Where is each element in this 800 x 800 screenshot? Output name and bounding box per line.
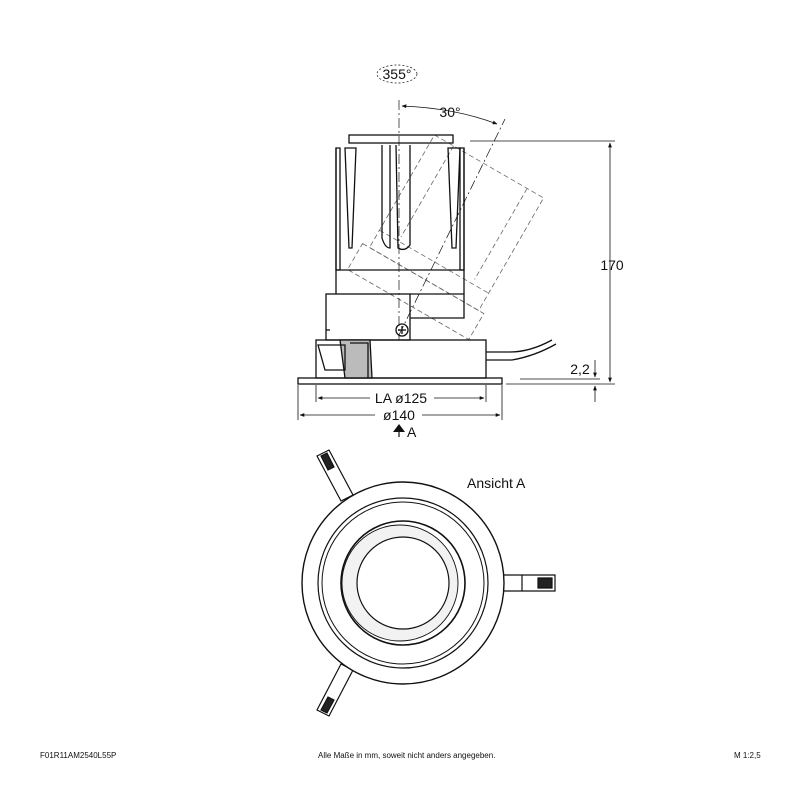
mounting-block	[325, 270, 465, 341]
spring-clip-bottom	[316, 663, 354, 717]
dimension-note: Alle Maße in mm, soweit nicht anders ang…	[318, 751, 496, 760]
spring-clip-top	[316, 449, 354, 502]
view-marker-label: A	[407, 424, 417, 440]
tilt-label: 30°	[439, 104, 460, 120]
rotation-indicator: 355°	[376, 64, 418, 84]
front-view	[301, 449, 556, 717]
view-title: Ansicht A	[467, 475, 526, 491]
tilt-axis-line	[398, 118, 506, 336]
cutout-ring	[317, 497, 489, 669]
article-code: F01R11AM2540L55P	[40, 751, 117, 760]
rim-dimension	[520, 360, 600, 402]
diameter-label: ø140	[383, 407, 415, 423]
side-view	[297, 100, 557, 385]
tilt-indicator	[401, 104, 498, 125]
trim-ring	[297, 377, 503, 385]
rotation-label: 355°	[383, 66, 412, 82]
trim-assembly	[297, 339, 557, 385]
reflector-ring	[340, 520, 466, 646]
heatsink-housing	[335, 134, 465, 271]
height-dimension	[470, 140, 615, 385]
adjustment-screw-icon	[395, 323, 409, 337]
lens-aperture	[356, 536, 450, 630]
rim-label: 2,2	[570, 361, 590, 377]
height-label: 170	[600, 257, 624, 273]
cutout-label: LA ø125	[375, 390, 427, 406]
scale-label: M 1:2,5	[734, 751, 761, 760]
view-arrow-icon	[393, 424, 405, 437]
spring-clip-right	[502, 574, 556, 592]
diameter-dimensions	[297, 385, 503, 420]
